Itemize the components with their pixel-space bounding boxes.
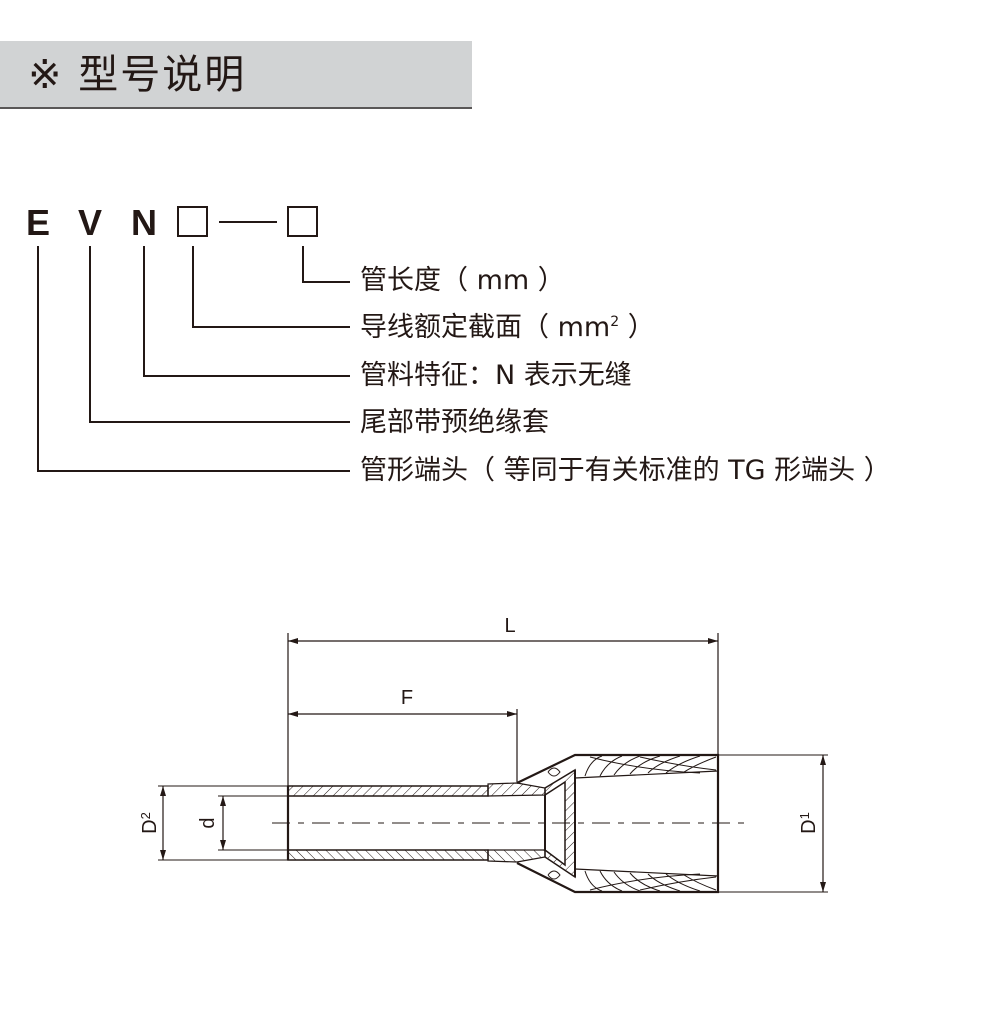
length-placeholder-box xyxy=(287,206,318,237)
insulation-hatch-bottom xyxy=(547,870,717,892)
tube-wall-bottom xyxy=(287,849,489,861)
label-tube-length: 管长度（ mm ） xyxy=(360,265,565,296)
leader-insulation xyxy=(89,246,350,423)
ferrule-drawing xyxy=(272,753,745,894)
dimension-d1-label: D1 xyxy=(797,812,820,834)
section-title: ※ 型号说明 xyxy=(28,52,247,98)
dimension-d2-main: D xyxy=(139,819,161,833)
label-cross-section-text: 导线额定截面（ mm xyxy=(360,312,611,343)
dimension-l: L xyxy=(287,615,719,790)
dimension-d1-sub: 1 xyxy=(797,812,812,819)
label-material: 管料特征：N 表示无缝 xyxy=(360,360,632,391)
tube-wall-top xyxy=(287,785,489,797)
cross-section-placeholder-box xyxy=(177,206,208,237)
label-insulation: 尾部带预绝缘套 xyxy=(360,407,549,438)
dimension-d1-main: D xyxy=(798,819,820,833)
code-letter-v: V xyxy=(78,202,103,243)
dimension-d2: D2 xyxy=(138,785,288,861)
dimension-d-label: d xyxy=(197,817,219,828)
dimension-d1: D1 xyxy=(718,754,828,893)
leader-ferrule-type xyxy=(37,246,350,472)
leader-material xyxy=(143,246,350,377)
label-cross-section: 导线额定截面（ mm2 ） xyxy=(360,311,655,345)
label-cross-section-sup: 2 xyxy=(610,314,620,330)
dimension-d2-sub: 2 xyxy=(138,812,153,819)
section-title-bar: ※ 型号说明 xyxy=(0,41,472,109)
code-letter-e: E xyxy=(26,202,51,243)
insulation-hatch-top xyxy=(547,755,717,777)
dimension-f-label: F xyxy=(401,687,413,709)
label-cross-section-close: ） xyxy=(619,312,655,343)
leader-length xyxy=(302,246,350,283)
label-ferrule-type: 管形端头（ 等同于有关标准的 TG 形端头 ） xyxy=(360,455,891,486)
leader-cross-section xyxy=(192,246,350,328)
dimension-d2-label: D2 xyxy=(138,812,161,834)
code-letter-n: N xyxy=(131,202,157,243)
dimension-d: d xyxy=(197,795,288,851)
dimension-f: F xyxy=(288,687,518,782)
dimension-l-label: L xyxy=(504,615,515,637)
